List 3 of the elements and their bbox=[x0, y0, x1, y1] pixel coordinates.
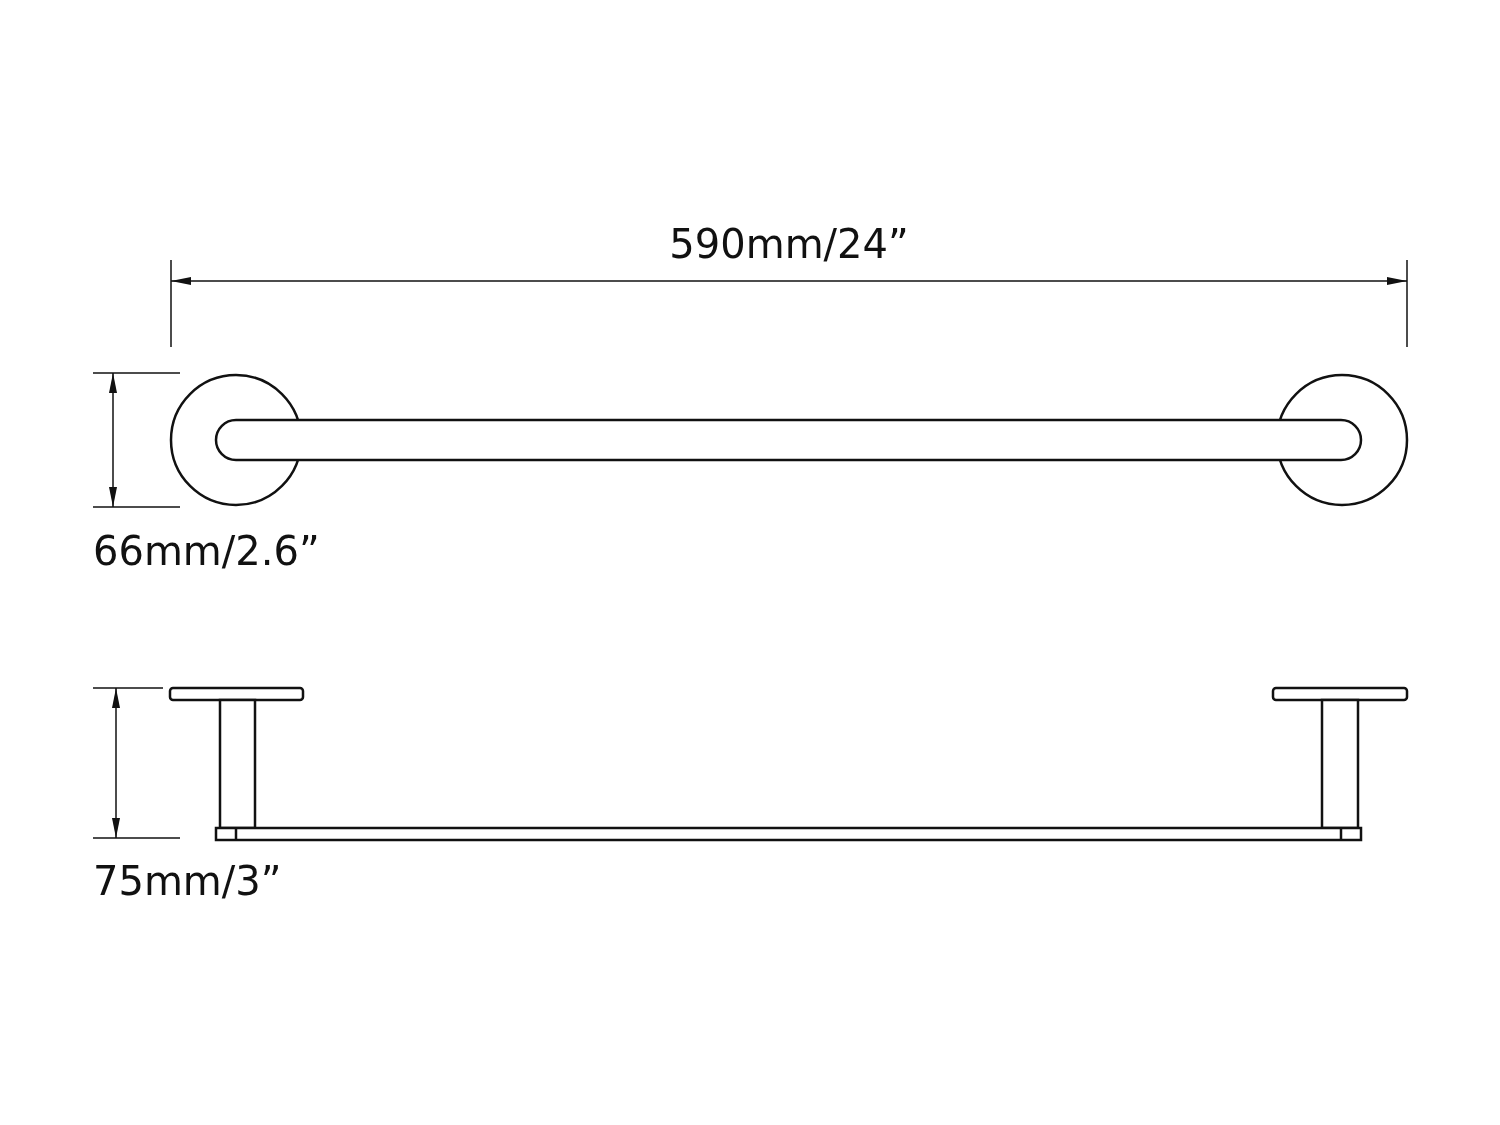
dimension-label: 590mm/24” bbox=[669, 220, 909, 268]
dimension-label: 66mm/2.6” bbox=[93, 527, 320, 575]
dimension-label: 75mm/3” bbox=[93, 857, 282, 905]
